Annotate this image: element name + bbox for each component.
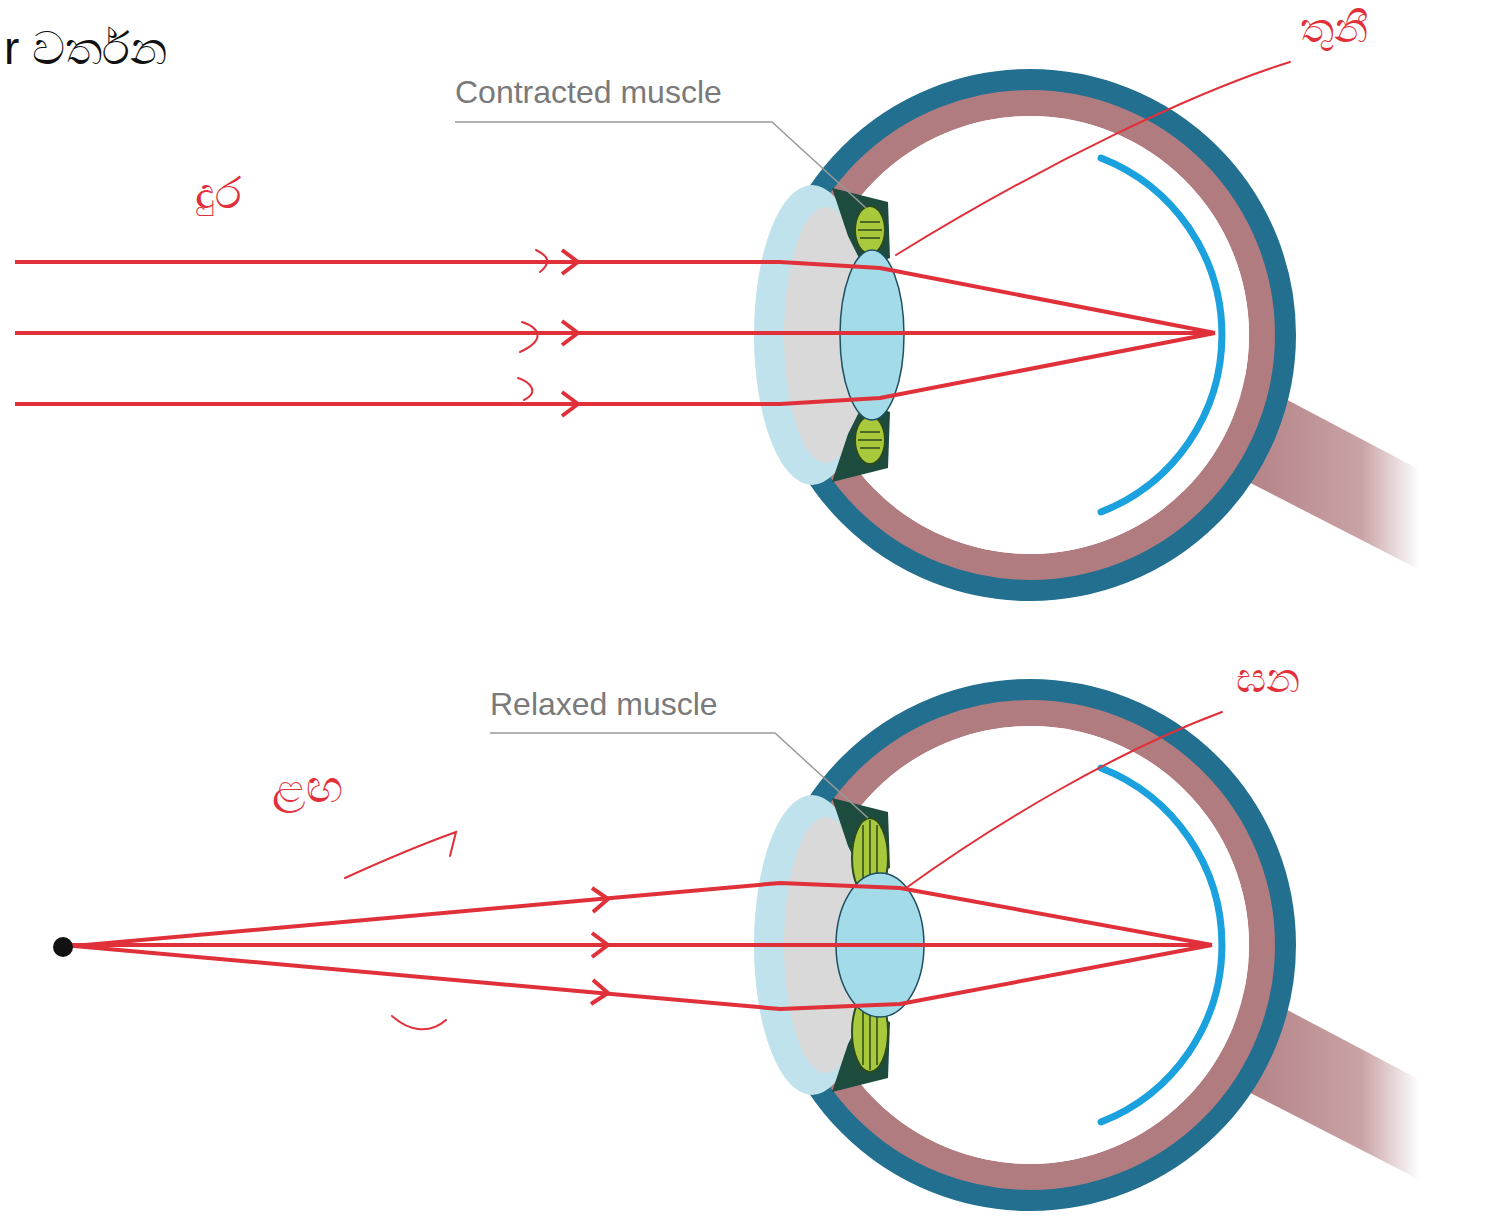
handwritten-note: දුර xyxy=(195,168,242,219)
light-ray xyxy=(63,883,1212,1009)
handwritten-mark xyxy=(345,62,1290,1029)
part-label: Contracted muscle xyxy=(455,74,722,111)
leader-line xyxy=(455,122,868,818)
part-label: Relaxed muscle xyxy=(490,686,718,723)
handwritten-note: ළඟ xyxy=(272,762,343,813)
handwritten-note: තුනී xyxy=(1300,4,1368,52)
point-source xyxy=(53,937,73,957)
slide-heading: r වර්තන xyxy=(4,22,167,75)
handwritten-note: ඝන xyxy=(1236,654,1300,702)
light-ray xyxy=(15,250,1215,416)
